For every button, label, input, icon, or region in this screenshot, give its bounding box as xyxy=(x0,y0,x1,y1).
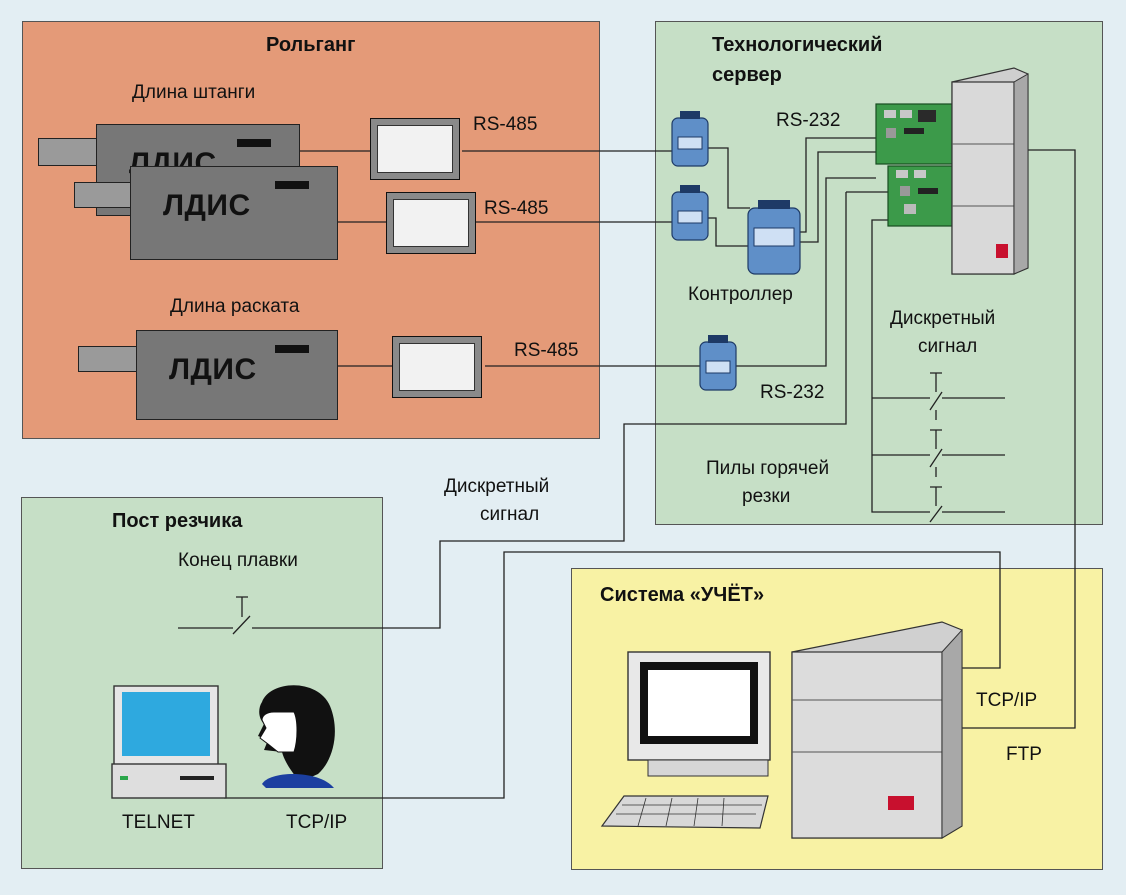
ldis-sensor-stub-1 xyxy=(38,138,98,166)
ldis-sensor-stub-2 xyxy=(74,182,134,208)
saws-line2: резки xyxy=(742,486,791,507)
post-tcpip-label: TCP/IP xyxy=(286,812,348,833)
rs232-label-2: RS-232 xyxy=(760,382,825,403)
ldis-slot xyxy=(275,181,309,189)
end-melt-label: Конец плавки xyxy=(178,550,298,571)
ldis-slot xyxy=(237,139,271,147)
telnet-label: TELNET xyxy=(122,812,195,833)
rs485-label-2: RS-485 xyxy=(484,198,549,219)
uchet-title: Система «УЧЁТ» xyxy=(600,584,765,606)
mid-discrete-line1: Дискретный xyxy=(444,476,550,497)
rolgang-title: Рольганг xyxy=(266,34,356,56)
bar-length-label: Длина штанги xyxy=(132,82,256,103)
roll-length-label: Длина раската xyxy=(170,296,300,317)
mid-discrete-line2: сигнал xyxy=(480,504,540,525)
rs485-label-3: RS-485 xyxy=(514,340,579,361)
ldis-label: ЛДИС xyxy=(163,189,251,222)
server-title-line2: сервер xyxy=(712,64,782,86)
server-discrete-line2: сигнал xyxy=(918,336,978,357)
saws-line1: Пилы горячей xyxy=(706,458,830,479)
interface-unit-1 xyxy=(370,118,460,180)
uchet-ftp-label: FTP xyxy=(1006,744,1042,765)
interface-unit-3 xyxy=(392,336,482,398)
ldis-device-2: ЛДИС xyxy=(130,166,338,260)
ldis-slot xyxy=(275,345,309,353)
post-title: Пост резчика xyxy=(112,510,243,532)
ldis-label: ЛДИС xyxy=(169,353,257,386)
server-discrete-line1: Дискретный xyxy=(890,308,996,329)
rs232-label-1: RS-232 xyxy=(776,110,841,131)
rs485-label-1: RS-485 xyxy=(473,114,538,135)
ldis-sensor-stub-3 xyxy=(78,346,138,372)
cutter-post-panel xyxy=(21,497,383,869)
interface-unit-2 xyxy=(386,192,476,254)
uchet-tcpip-label: TCP/IP xyxy=(976,690,1038,711)
controller-label: Контроллер xyxy=(688,284,793,305)
ldis-device-3: ЛДИС xyxy=(136,330,338,420)
rs485-converter-icons xyxy=(671,111,737,391)
server-title-line1: Технологический xyxy=(712,34,883,56)
